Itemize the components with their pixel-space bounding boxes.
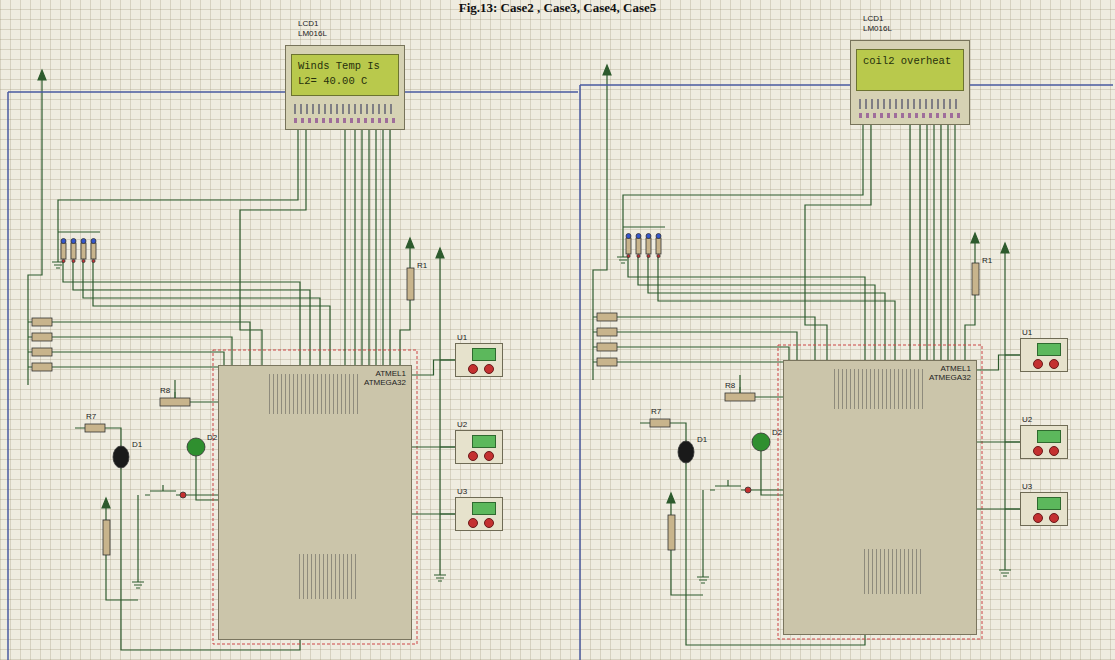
lcd-pins	[859, 99, 961, 109]
sensor-display	[1037, 343, 1061, 356]
lcd-display: Winds Temp IsL2= 40.00 C	[285, 45, 405, 130]
sensor-display	[472, 348, 496, 361]
sensor-button	[484, 518, 494, 528]
wire	[977, 441, 1020, 442]
part-tag: U3	[1022, 482, 1032, 491]
lcd-pin-labels	[294, 118, 396, 123]
temperature-sensor: U3	[1020, 492, 1068, 526]
wire	[977, 508, 1020, 509]
part-name: U2	[1022, 415, 1032, 424]
part-label: R8	[160, 387, 170, 395]
lcd-text: Winds Temp Is	[298, 59, 392, 74]
wire	[412, 513, 455, 514]
part-tag: U1	[457, 333, 467, 342]
part-name: ATMEL1	[929, 364, 971, 373]
part-tag: U3	[457, 487, 467, 496]
wire	[412, 446, 455, 447]
part-label: R1	[417, 262, 427, 270]
lcd-screen: coil2 overheat	[856, 49, 964, 91]
part-label: D2	[772, 429, 782, 437]
lcd-display: coil2 overheat	[850, 40, 970, 125]
part-label: LCD1	[863, 15, 883, 23]
part-name: ATMEL1	[364, 369, 406, 378]
sensor-display	[1037, 497, 1061, 510]
part-label: LM016L	[298, 30, 327, 38]
sheet-border	[8, 85, 1113, 660]
temperature-sensor: U2	[455, 430, 503, 464]
lcd-pin-labels	[859, 113, 961, 118]
pin-column	[834, 369, 924, 409]
part-label: LCD1	[298, 20, 318, 28]
part-label: R7	[86, 413, 96, 421]
wire	[344, 130, 345, 365]
lcd-pins	[294, 104, 396, 114]
pin-column	[269, 374, 359, 414]
sensor-button	[1033, 513, 1043, 523]
sensor-button	[468, 364, 478, 374]
part-label: D1	[132, 441, 142, 449]
sensor-button	[484, 364, 494, 374]
microcontroller-chip: ATMEL1ATMEGA32	[218, 365, 412, 640]
sensor-button	[468, 451, 478, 461]
part-tag: U2	[1022, 415, 1032, 424]
temperature-sensor: U2	[1020, 425, 1068, 459]
part-label: R7	[651, 408, 661, 416]
part-tag: ATMEL1ATMEGA32	[929, 364, 971, 382]
wire	[412, 360, 455, 375]
part-label: R8	[725, 382, 735, 390]
figure-caption: Fig.13: Case2 , Case3, Case4, Case5	[0, 0, 1115, 16]
temperature-sensor: U1	[1020, 338, 1068, 372]
lcd-screen: Winds Temp IsL2= 40.00 C	[291, 54, 399, 96]
part-label: LM016L	[863, 25, 892, 33]
sensor-button	[1033, 446, 1043, 456]
sensor-button	[1049, 513, 1059, 523]
pin-column	[864, 549, 924, 594]
right-schematic	[593, 65, 1020, 645]
sensor-button	[1033, 359, 1043, 369]
part-name: U1	[1022, 328, 1032, 337]
sensor-display	[472, 502, 496, 515]
part-name: ATMEGA32	[364, 378, 406, 387]
microcontroller-chip: ATMEL1ATMEGA32	[783, 360, 977, 635]
part-name: ATMEGA32	[929, 373, 971, 382]
part-tag: U2	[457, 420, 467, 429]
sensor-display	[472, 435, 496, 448]
lcd-text: L2= 40.00 C	[298, 74, 392, 89]
sensor-button	[1049, 446, 1059, 456]
left-schematic	[28, 70, 455, 650]
lcd-text: coil2 overheat	[863, 54, 957, 69]
part-name: U3	[457, 487, 467, 496]
part-tag: ATMEL1ATMEGA32	[364, 369, 406, 387]
sensor-button	[484, 451, 494, 461]
part-label: D2	[207, 434, 217, 442]
temperature-sensor: U1	[455, 343, 503, 377]
wire	[909, 125, 910, 360]
part-name: U3	[1022, 482, 1032, 491]
part-name: U1	[457, 333, 467, 342]
sensor-button	[1049, 359, 1059, 369]
part-label: D1	[697, 436, 707, 444]
wire	[977, 355, 1020, 370]
sensor-display	[1037, 430, 1061, 443]
sensor-button	[468, 518, 478, 528]
part-tag: U1	[1022, 328, 1032, 337]
part-label: R1	[982, 257, 992, 265]
part-name: U2	[457, 420, 467, 429]
pin-column	[299, 554, 359, 599]
temperature-sensor: U3	[455, 497, 503, 531]
